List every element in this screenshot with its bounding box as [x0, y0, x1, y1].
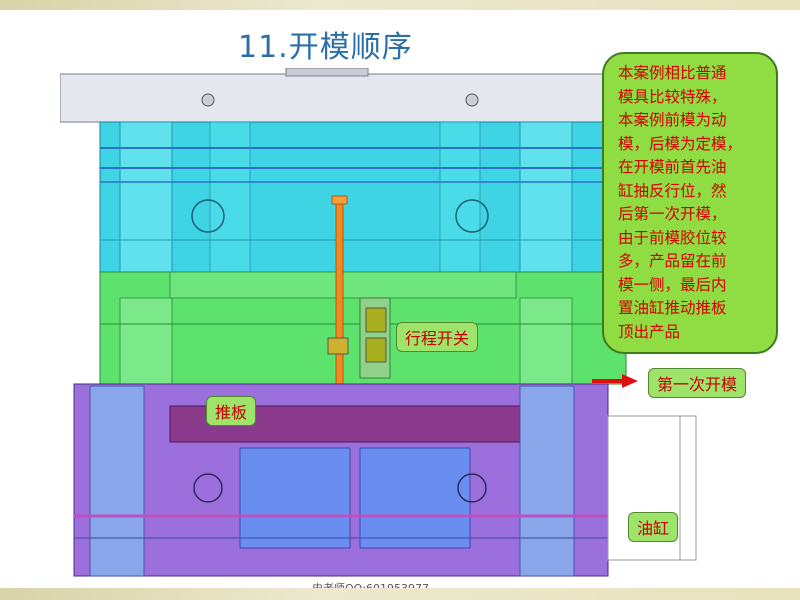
travel-switch-label: 行程开关 — [396, 322, 479, 352]
note-line: 置油缸推动推板 — [618, 299, 727, 317]
note-line: 本案例前模为动 — [618, 111, 727, 129]
slide-title: 11.开模顺序 — [238, 30, 413, 65]
note-line: 顶出产品 — [618, 322, 681, 341]
note-line: 多，产品留在前 — [618, 252, 727, 270]
note-line: 模具比较特殊， — [618, 87, 727, 106]
push-plate-label: 推板 — [206, 396, 257, 426]
note-line: 缸抽反行位，然 — [618, 181, 727, 200]
note-line: 后第一次开模， — [618, 205, 727, 223]
mold-diagram — [60, 68, 700, 578]
explanation-note: 本案例相比普通 模具比较特殊， 本案例前模为动 模，后模为定模， 在开模前首先油… — [602, 52, 778, 354]
red-arrow-icon — [592, 374, 638, 388]
note-line: 本案例相比普通 — [618, 64, 727, 82]
top-decor-band — [0, 0, 800, 10]
note-line: 由于前模胶位较 — [618, 228, 727, 247]
note-line: 模，后模为定模， — [618, 134, 743, 153]
note-line: 在开模前首先油 — [618, 158, 727, 176]
oil-cylinder-label: 油缸 — [628, 512, 679, 542]
first-open-label: 第一次开模 — [648, 368, 747, 398]
bottom-decor-band — [0, 588, 800, 600]
note-line: 模一侧，最后内 — [618, 275, 727, 294]
